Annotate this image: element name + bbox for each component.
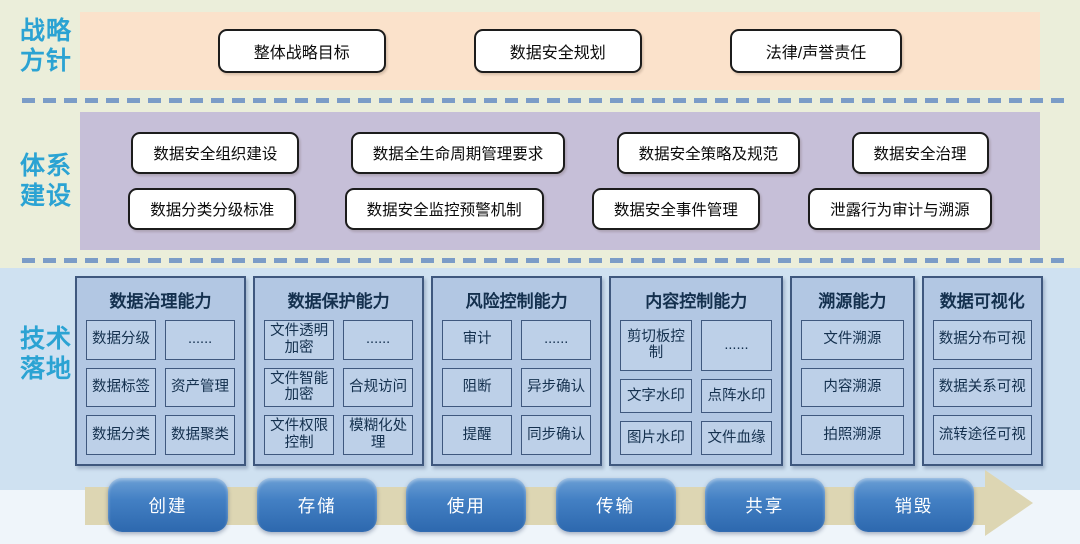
capability-cell: 文字水印 — [620, 378, 692, 413]
capability-panel: 风险控制能力审计......阻断异步确认提醒同步确认 — [431, 276, 603, 466]
capability-cell: 点阵水印 — [700, 378, 773, 413]
capability-cell: ...... — [343, 320, 414, 360]
capability-cell: 内容溯源 — [801, 367, 904, 408]
lifecycle-stage-button: 使用 — [406, 478, 527, 532]
strategy-box: 数据安全规划 — [473, 29, 642, 73]
capability-cell: 文件权限控制 — [264, 415, 335, 455]
system-box: 数据安全策略及规范 — [616, 132, 801, 174]
capability-cell: 数据分类 — [86, 415, 157, 455]
capability-panel-title: 溯源能力 — [818, 292, 887, 311]
lifecycle-stage-button: 传输 — [555, 478, 676, 532]
capability-cells: 审计......阻断异步确认提醒同步确认 — [442, 320, 592, 455]
capability-cell: 图片水印 — [620, 420, 692, 455]
lifecycle-stages: 创建存储使用传输共享销毁 — [108, 478, 974, 532]
strategy-band-label-line1: 战略 — [19, 17, 72, 45]
strategy-box: 整体战略目标 — [217, 29, 386, 73]
capability-cells: 文件溯源内容溯源拍照溯源 — [801, 320, 904, 455]
capability-cell: 文件溯源 — [801, 320, 904, 360]
technology-panels: 数据治理能力数据分级......数据标签资产管理数据分类数据聚类数据保护能力文件… — [75, 276, 1043, 466]
system-row: 数据安全组织建设 数据全生命周期管理要求 数据安全策略及规范 数据安全治理 — [80, 132, 1040, 174]
system-row: 数据分类分级标准 数据安全监控预警机制 数据安全事件管理 泄露行为审计与溯源 — [80, 188, 1040, 230]
capability-panel: 数据保护能力文件透明加密......文件智能加密合规访问文件权限控制模糊化处理 — [253, 276, 425, 466]
capability-cell: 文件透明加密 — [264, 320, 335, 360]
capability-cell: ...... — [521, 320, 592, 360]
technology-band-label: 技术 落地 — [14, 325, 78, 384]
technology-band-label-line1: 技术 — [19, 325, 72, 353]
system-box: 数据全生命周期管理要求 — [350, 132, 566, 174]
dashed-divider-bottom — [22, 258, 1066, 263]
capability-cell: 模糊化处理 — [343, 415, 414, 455]
lifecycle-stage-button: 共享 — [704, 478, 825, 532]
capability-cell: 异步确认 — [521, 367, 592, 408]
capability-cell: 数据分级 — [86, 320, 157, 360]
capability-panel: 溯源能力文件溯源内容溯源拍照溯源 — [790, 276, 915, 466]
capability-cell: 流转途径可视 — [932, 415, 1032, 455]
capability-cell: ...... — [700, 320, 773, 371]
capability-cells: 剪切板控制......文字水印点阵水印图片水印文件血缘 — [620, 320, 773, 455]
capability-cell: 资产管理 — [165, 367, 236, 408]
capability-panel: 数据治理能力数据分级......数据标签资产管理数据分类数据聚类 — [75, 276, 247, 466]
system-band-label-line2: 建设 — [19, 181, 72, 210]
capability-cell: 拍照溯源 — [801, 415, 904, 455]
system-box: 数据安全监控预警机制 — [344, 188, 544, 230]
capability-panel-title: 数据可视化 — [939, 292, 1025, 311]
capability-panel-title: 数据治理能力 — [109, 292, 212, 311]
capability-cell: 提醒 — [442, 415, 513, 455]
dashed-divider-top — [22, 98, 1066, 103]
system-box: 数据安全组织建设 — [131, 132, 300, 174]
lifecycle-arrow-shaft — [85, 487, 985, 525]
lifecycle-stage-button: 销毁 — [853, 478, 974, 532]
capability-panel-title: 数据保护能力 — [287, 292, 390, 311]
capability-cell: 文件智能加密 — [264, 367, 335, 408]
system-band: 数据安全组织建设 数据全生命周期管理要求 数据安全策略及规范 数据安全治理数据分类分级… — [80, 112, 1040, 250]
capability-cell: 审计 — [442, 320, 513, 360]
capability-cell: 数据分布可视 — [932, 320, 1032, 360]
strategy-box: 法律/声誉责任 — [729, 29, 903, 73]
system-box: 数据安全治理 — [851, 132, 989, 174]
capability-panel-title: 风险控制能力 — [465, 292, 568, 311]
capability-cell: 合规访问 — [343, 367, 414, 408]
capability-cells: 数据分级......数据标签资产管理数据分类数据聚类 — [86, 320, 236, 455]
capability-cells: 数据分布可视数据关系可视流转途径可视 — [932, 320, 1032, 455]
capability-cell: 文件血缘 — [700, 420, 773, 455]
strategy-band: 整体战略目标 数据安全规划 法律/声誉责任 — [80, 12, 1040, 90]
lifecycle-stage-button: 存储 — [257, 478, 378, 532]
capability-panel: 数据可视化数据分布可视数据关系可视流转途径可视 — [921, 276, 1043, 466]
capability-cell: 同步确认 — [521, 415, 592, 455]
strategy-band-label: 战略 方针 — [14, 17, 78, 76]
strategy-band-label-line2: 方针 — [19, 46, 72, 75]
capability-cell: ...... — [165, 320, 236, 360]
lifecycle-arrow-head-icon — [985, 470, 1033, 536]
capability-cell: 数据标签 — [86, 367, 157, 408]
system-band-label: 体系 建设 — [14, 152, 78, 211]
capability-cell: 数据聚类 — [165, 415, 236, 455]
capability-cell: 数据关系可视 — [932, 367, 1032, 408]
lifecycle-stage-button: 创建 — [108, 478, 228, 532]
capability-cells: 文件透明加密......文件智能加密合规访问文件权限控制模糊化处理 — [264, 320, 414, 455]
capability-cell: 阻断 — [442, 367, 513, 408]
capability-cell: 剪切板控制 — [620, 320, 692, 371]
system-box: 泄露行为审计与溯源 — [808, 188, 992, 230]
system-box: 数据分类分级标准 — [128, 188, 297, 230]
system-band-label-line1: 体系 — [19, 152, 72, 180]
technology-band-label-line2: 落地 — [19, 354, 72, 383]
capability-panel: 内容控制能力剪切板控制......文字水印点阵水印图片水印文件血缘 — [609, 276, 784, 466]
capability-panel-title: 内容控制能力 — [645, 292, 748, 311]
system-box: 数据安全事件管理 — [591, 188, 760, 230]
